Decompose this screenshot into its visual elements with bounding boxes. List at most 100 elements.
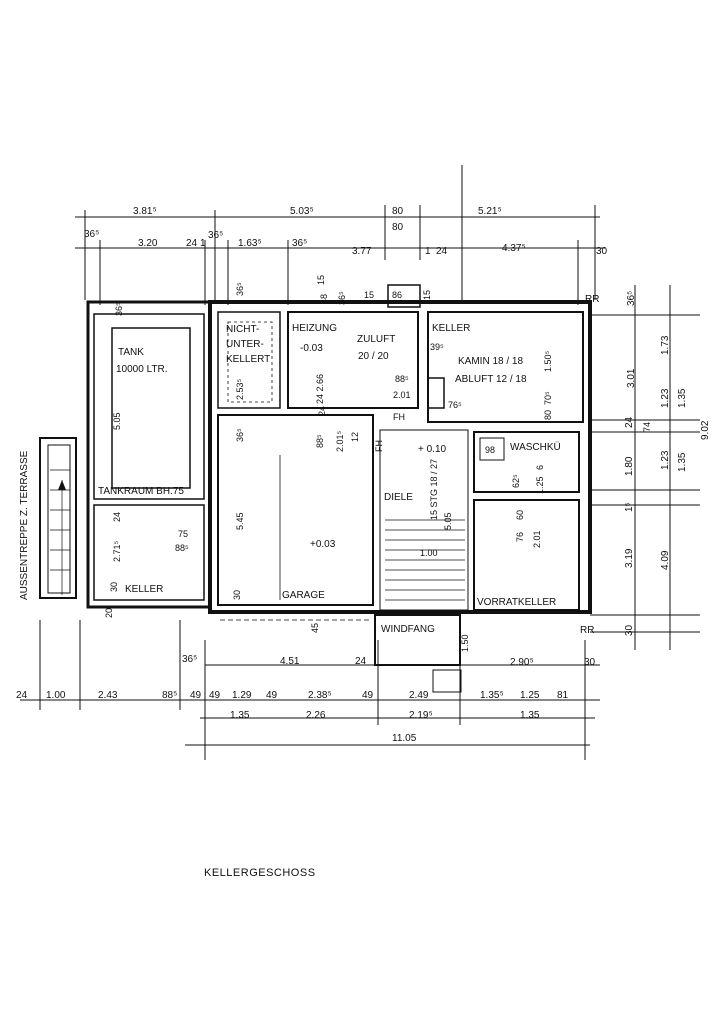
dim-381: 3.81⁵ bbox=[133, 206, 157, 217]
in-24: 24 bbox=[112, 512, 122, 522]
bd-451: 4.51 bbox=[280, 656, 300, 667]
in-125: 1.25 bbox=[535, 476, 545, 494]
in-365d: 36⁵ bbox=[235, 428, 245, 442]
dim-365a: 36⁵ bbox=[84, 229, 99, 240]
rd-24: 24 bbox=[624, 416, 635, 428]
room-kellert: KELLERT bbox=[226, 354, 270, 365]
dim-163: 1.63⁵ bbox=[238, 238, 262, 249]
bd-r243: 2.43 bbox=[98, 690, 118, 701]
in-80: 80 bbox=[543, 410, 553, 420]
corner-mark-top: RR bbox=[585, 294, 599, 305]
in-201a: 2.01⁵ bbox=[335, 430, 345, 452]
rd-123b: 1.23 bbox=[660, 450, 671, 470]
dim-437: 4.37⁵ bbox=[502, 243, 526, 254]
rd-319: 3.19 bbox=[624, 548, 635, 568]
room-unter: UNTER- bbox=[226, 339, 264, 350]
in-705: 70⁵ bbox=[543, 391, 553, 405]
bd-24: 24 bbox=[355, 656, 367, 667]
door-mat bbox=[432, 669, 462, 693]
bd-s226: 2.26 bbox=[306, 710, 326, 721]
in-266: 24 2.66 bbox=[315, 374, 325, 404]
in-885a: 88⁵ bbox=[175, 543, 189, 553]
room-tankraum: TANKRAUM BH.75 bbox=[98, 486, 184, 497]
in-12: 12 bbox=[350, 432, 360, 442]
rd-409: 4.09 bbox=[660, 550, 671, 570]
bd-s219: 2.19⁵ bbox=[409, 710, 433, 721]
inner-dimensions: 36⁵ 15 48 36⁵ 15 86 15 36⁵ 5.05 24 2.71⁵… bbox=[104, 275, 652, 652]
room-kamin: KAMIN 18 / 18 bbox=[458, 356, 523, 367]
dim-1: 1 bbox=[425, 246, 431, 257]
bd-r49d: 49 bbox=[362, 690, 374, 701]
in-30b: 30 bbox=[232, 590, 242, 600]
in-365b: 36⁵ bbox=[337, 291, 347, 305]
in-76: 76 bbox=[515, 532, 525, 542]
room-windfang: WINDFANG bbox=[381, 624, 435, 635]
dim-24b: 24 bbox=[436, 246, 448, 257]
rd-123: 1.23 bbox=[660, 388, 671, 408]
bd-365: 36⁵ bbox=[182, 654, 197, 665]
bottom-dimension-lines bbox=[20, 620, 600, 760]
in-625b: 6 bbox=[535, 465, 545, 470]
in-625: 62⁵ bbox=[511, 474, 521, 488]
bd-r49a: 49 bbox=[190, 690, 202, 701]
bd-r249: 2.49 bbox=[409, 690, 429, 701]
room-diele: DIELE bbox=[384, 492, 413, 503]
in-365c: 36⁵ bbox=[114, 302, 124, 316]
dim-365c: 36⁵ bbox=[292, 238, 307, 249]
in-24b: 24 bbox=[317, 406, 327, 416]
bd-s135: 1.35 bbox=[230, 710, 250, 721]
heizung-level: -0.03 bbox=[300, 343, 323, 354]
room-zuluft: ZULUFT bbox=[357, 334, 395, 345]
in-885c: 88⁵ bbox=[395, 374, 409, 384]
fh-label-1: FH bbox=[393, 412, 405, 422]
bd-r125: 1.25 bbox=[520, 690, 540, 701]
bd-290: 2.90⁵ bbox=[510, 657, 534, 668]
in-75: 75 bbox=[178, 529, 188, 539]
room-keller-left: KELLER bbox=[125, 584, 163, 595]
in-15c: 15 bbox=[422, 290, 432, 300]
rd-30: 30 bbox=[624, 624, 635, 636]
room-keller-right: KELLER bbox=[432, 323, 470, 334]
dim-320: 3.20 bbox=[138, 238, 158, 249]
bd-r24: 24 bbox=[16, 690, 28, 701]
bd-s135b: 1.35 bbox=[520, 710, 540, 721]
fh-label-2: FH bbox=[374, 440, 384, 452]
in-20: 20 bbox=[104, 608, 114, 618]
room-heizung: HEIZUNG bbox=[292, 323, 337, 334]
dim-365b: 36⁵ bbox=[208, 230, 223, 241]
in-86: 86 bbox=[392, 290, 402, 300]
in-150b: 1.50 bbox=[460, 634, 470, 652]
in-505: 5.05 bbox=[112, 412, 122, 430]
room-tank: TANK bbox=[118, 347, 144, 358]
stair-treads bbox=[50, 469, 465, 601]
outer-stair-label: AUSSENTREPPE Z. TERRASSE bbox=[19, 450, 30, 600]
room-labels: TANK 10000 LTR. TANKRAUM BH.75 KELLER NI… bbox=[19, 294, 599, 879]
rd-173: 1.73 bbox=[660, 335, 671, 355]
rd-135: 1.35 bbox=[677, 388, 688, 408]
right-dimensions: 36⁵ 1.73 3.01 24 1.23 1.35 9.02 1.23 1.8… bbox=[624, 291, 711, 636]
room-abluft: ABLUFT 12 / 18 bbox=[455, 374, 527, 385]
bd-r49c: 49 bbox=[266, 690, 278, 701]
rd-902: 9.02 bbox=[700, 420, 711, 440]
rd-115: 1⁵ bbox=[624, 502, 635, 512]
in-74: 74 bbox=[642, 422, 652, 432]
in-271: 2.71⁵ bbox=[112, 540, 122, 562]
dim-30: 30 bbox=[596, 246, 608, 257]
in-15: 15 bbox=[316, 275, 326, 285]
dim-80b: 80 bbox=[392, 222, 404, 233]
corner-mark-bottom: RR bbox=[580, 625, 594, 636]
rd-365: 36⁵ bbox=[626, 291, 637, 306]
garage-level: +0.03 bbox=[310, 539, 336, 550]
bd-r100: 1.00 bbox=[46, 690, 66, 701]
dim-377: 3.77 bbox=[352, 246, 372, 257]
in-201b: 2.01 bbox=[393, 390, 411, 400]
in-505b: 5.05 bbox=[443, 512, 453, 530]
in-98: 98 bbox=[485, 445, 495, 455]
bd-r88: 88⁵ bbox=[162, 690, 177, 701]
dim-521: 5.21⁵ bbox=[478, 206, 502, 217]
room-tank-volume: 10000 LTR. bbox=[116, 364, 168, 375]
in-45: 45 bbox=[310, 623, 320, 633]
room-garage: GARAGE bbox=[282, 590, 325, 601]
bd-r81: 81 bbox=[557, 690, 569, 701]
